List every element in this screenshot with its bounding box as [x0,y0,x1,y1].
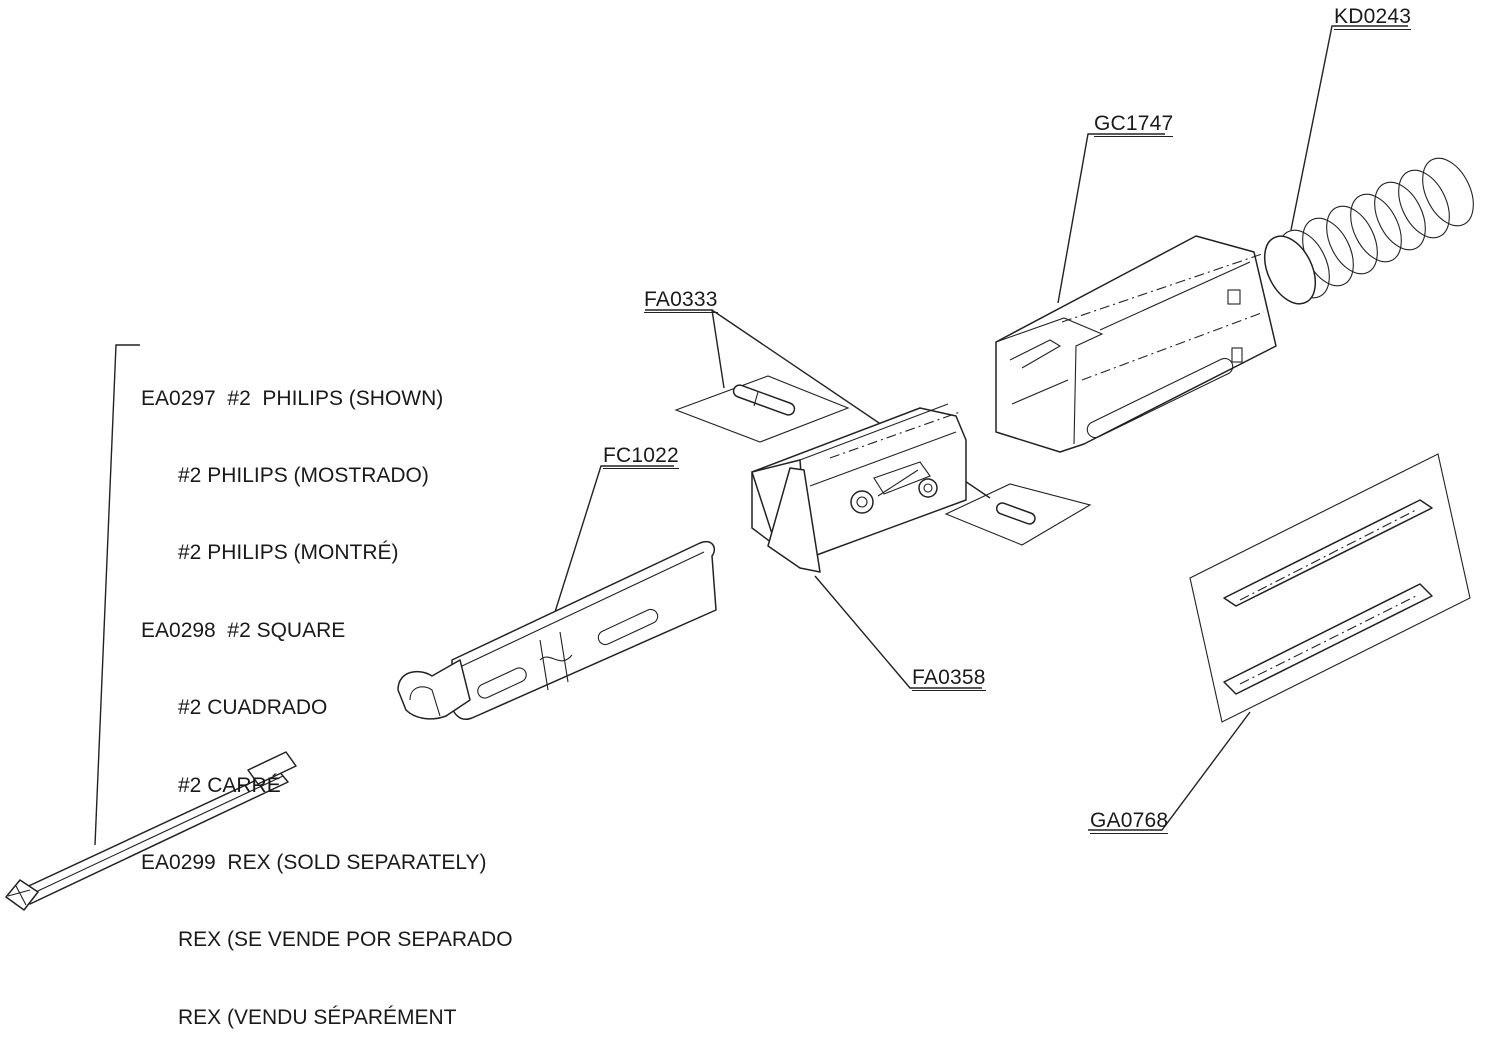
drive-bit [5,751,297,911]
nose-piece [995,235,1277,453]
bit-option-line: EA0298 #2 SQUARE [141,618,346,642]
leader-fc1022 [554,465,674,613]
leader-ga0768 [1088,711,1251,831]
callout-fc1022: FC1022 [603,444,679,469]
leader-fa0358 [814,575,982,689]
bit-option-line: #2 CUADRADO [178,696,328,720]
guide-tube [397,541,717,720]
leader-fa0333-a [645,309,725,389]
bit-option-line: #2 PHILIPS (MONTRÉ) [178,541,399,565]
leader-ea0297 [94,344,140,846]
feed-housing [751,403,967,573]
bit-option-line: REX (VENDU SÉPARÉMENT [178,1005,457,1029]
pins-fa0333 [674,375,1092,546]
bit-option-line: #2 PHILIPS (MOSTRADO) [178,463,429,487]
callout-fa0333: FA0333 [644,288,718,313]
leader-gc1747 [1057,133,1165,304]
bit-option-line: #2 CARRÉ [178,773,281,797]
wear-strips [1189,453,1471,723]
callout-kd0243: KD0243 [1334,5,1412,30]
bit-option-line: EA0299 REX (SOLD SEPARATELY) [141,850,487,874]
bit-option-line: EA0297 #2 PHILIPS (SHOWN) [141,386,444,410]
callout-gc1747: GC1747 [1094,112,1174,137]
callout-fa0358: FA0358 [912,666,986,691]
bit-options-list: EA0297 #2 PHILIPS (SHOWN) #2 PHILIPS (MO… [141,334,513,1056]
exploded-parts-diagram [5,25,1474,911]
bit-option-line: REX (SE VENDE POR SEPARADO [178,928,513,952]
leader-kd0243 [1290,25,1408,231]
callout-ga0768: GA0768 [1090,809,1169,834]
leader-lines [94,25,1408,846]
spring [1263,157,1474,305]
